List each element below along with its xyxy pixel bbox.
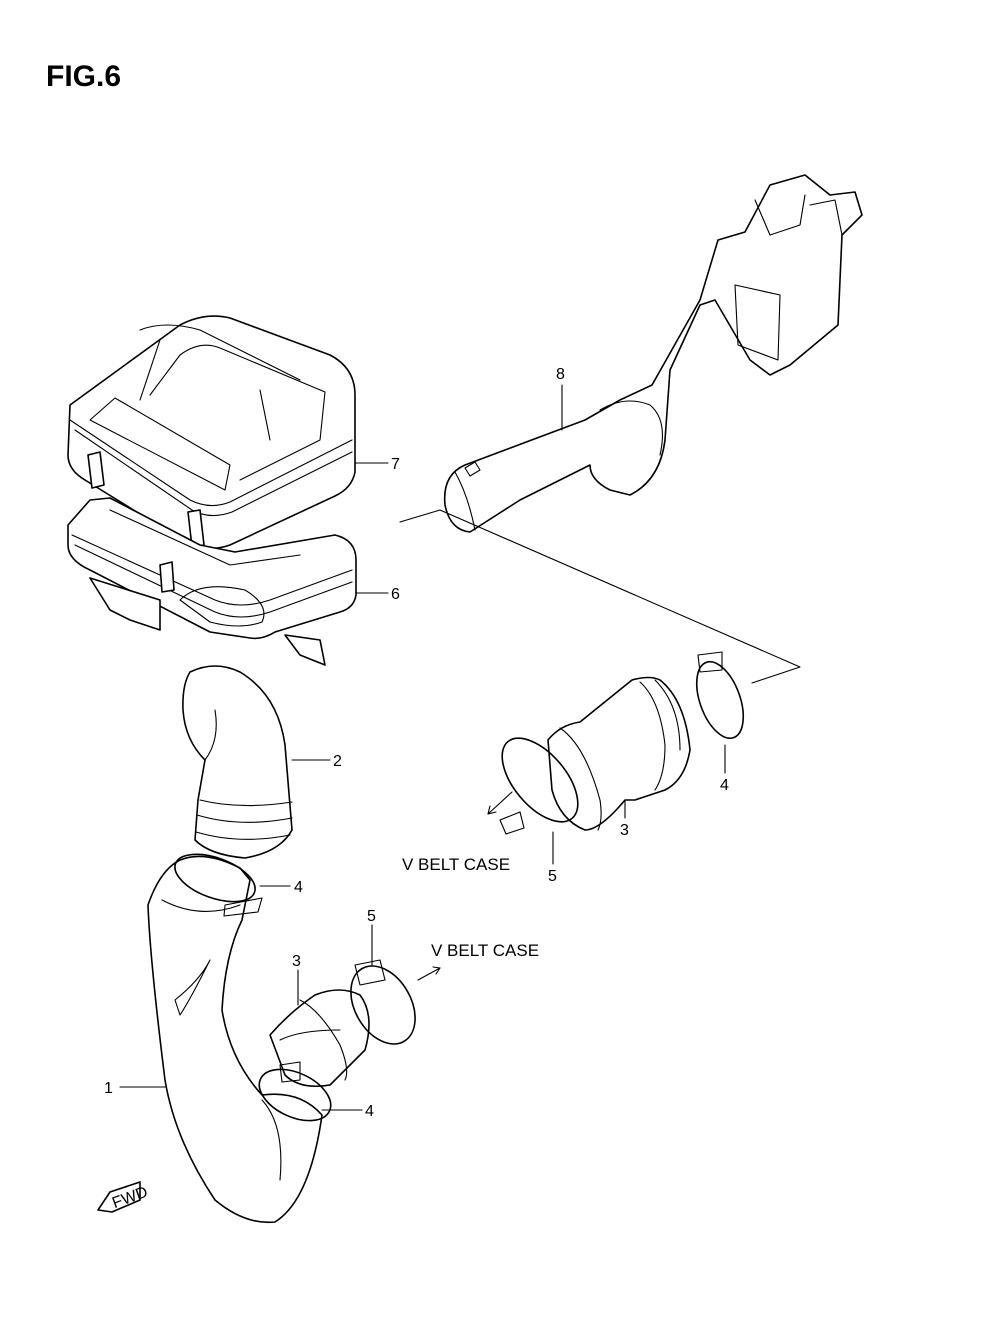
direction-arrows: [417, 791, 513, 981]
connector-lower[interactable]: [269, 989, 370, 1088]
callout-5-upper: 5: [548, 868, 557, 885]
fwd-arrow-icon: FWD: [97, 1181, 150, 1213]
lower-duct[interactable]: [147, 855, 323, 1224]
leader-lines: [119, 384, 801, 1111]
callout-3-lower: 3: [292, 953, 301, 970]
callout-3-upper: 3: [620, 822, 629, 839]
callout-1: 1: [104, 1080, 113, 1097]
callout-6: 6: [391, 586, 400, 603]
intake-pipe[interactable]: [443, 174, 863, 533]
callout-4-left: 4: [294, 879, 303, 896]
connector-upper[interactable]: [547, 676, 691, 831]
clamp-4-bottom[interactable]: [251, 1059, 338, 1131]
callout-7: 7: [391, 456, 400, 473]
air-cleaner-case[interactable]: [67, 497, 357, 666]
callout-8: 8: [556, 366, 565, 383]
v-belt-case-label-lower: V BELT CASE: [431, 941, 539, 960]
v-belt-case-label-upper: V BELT CASE: [402, 855, 510, 874]
clamp-4-left[interactable]: [169, 845, 263, 917]
outlet-duct[interactable]: [182, 665, 293, 859]
clamp-4-right[interactable]: [688, 651, 753, 744]
callout-5-lower: 5: [367, 908, 376, 925]
figure-title: FIG.6: [46, 60, 122, 93]
callout-2: 2: [333, 753, 342, 770]
callout-4-right: 4: [720, 777, 729, 794]
fwd-label: FWD: [110, 1184, 150, 1212]
clamp-5-upper[interactable]: [488, 725, 592, 835]
air-cleaner-cover[interactable]: [67, 315, 356, 550]
callout-4-bottom: 4: [365, 1103, 374, 1120]
